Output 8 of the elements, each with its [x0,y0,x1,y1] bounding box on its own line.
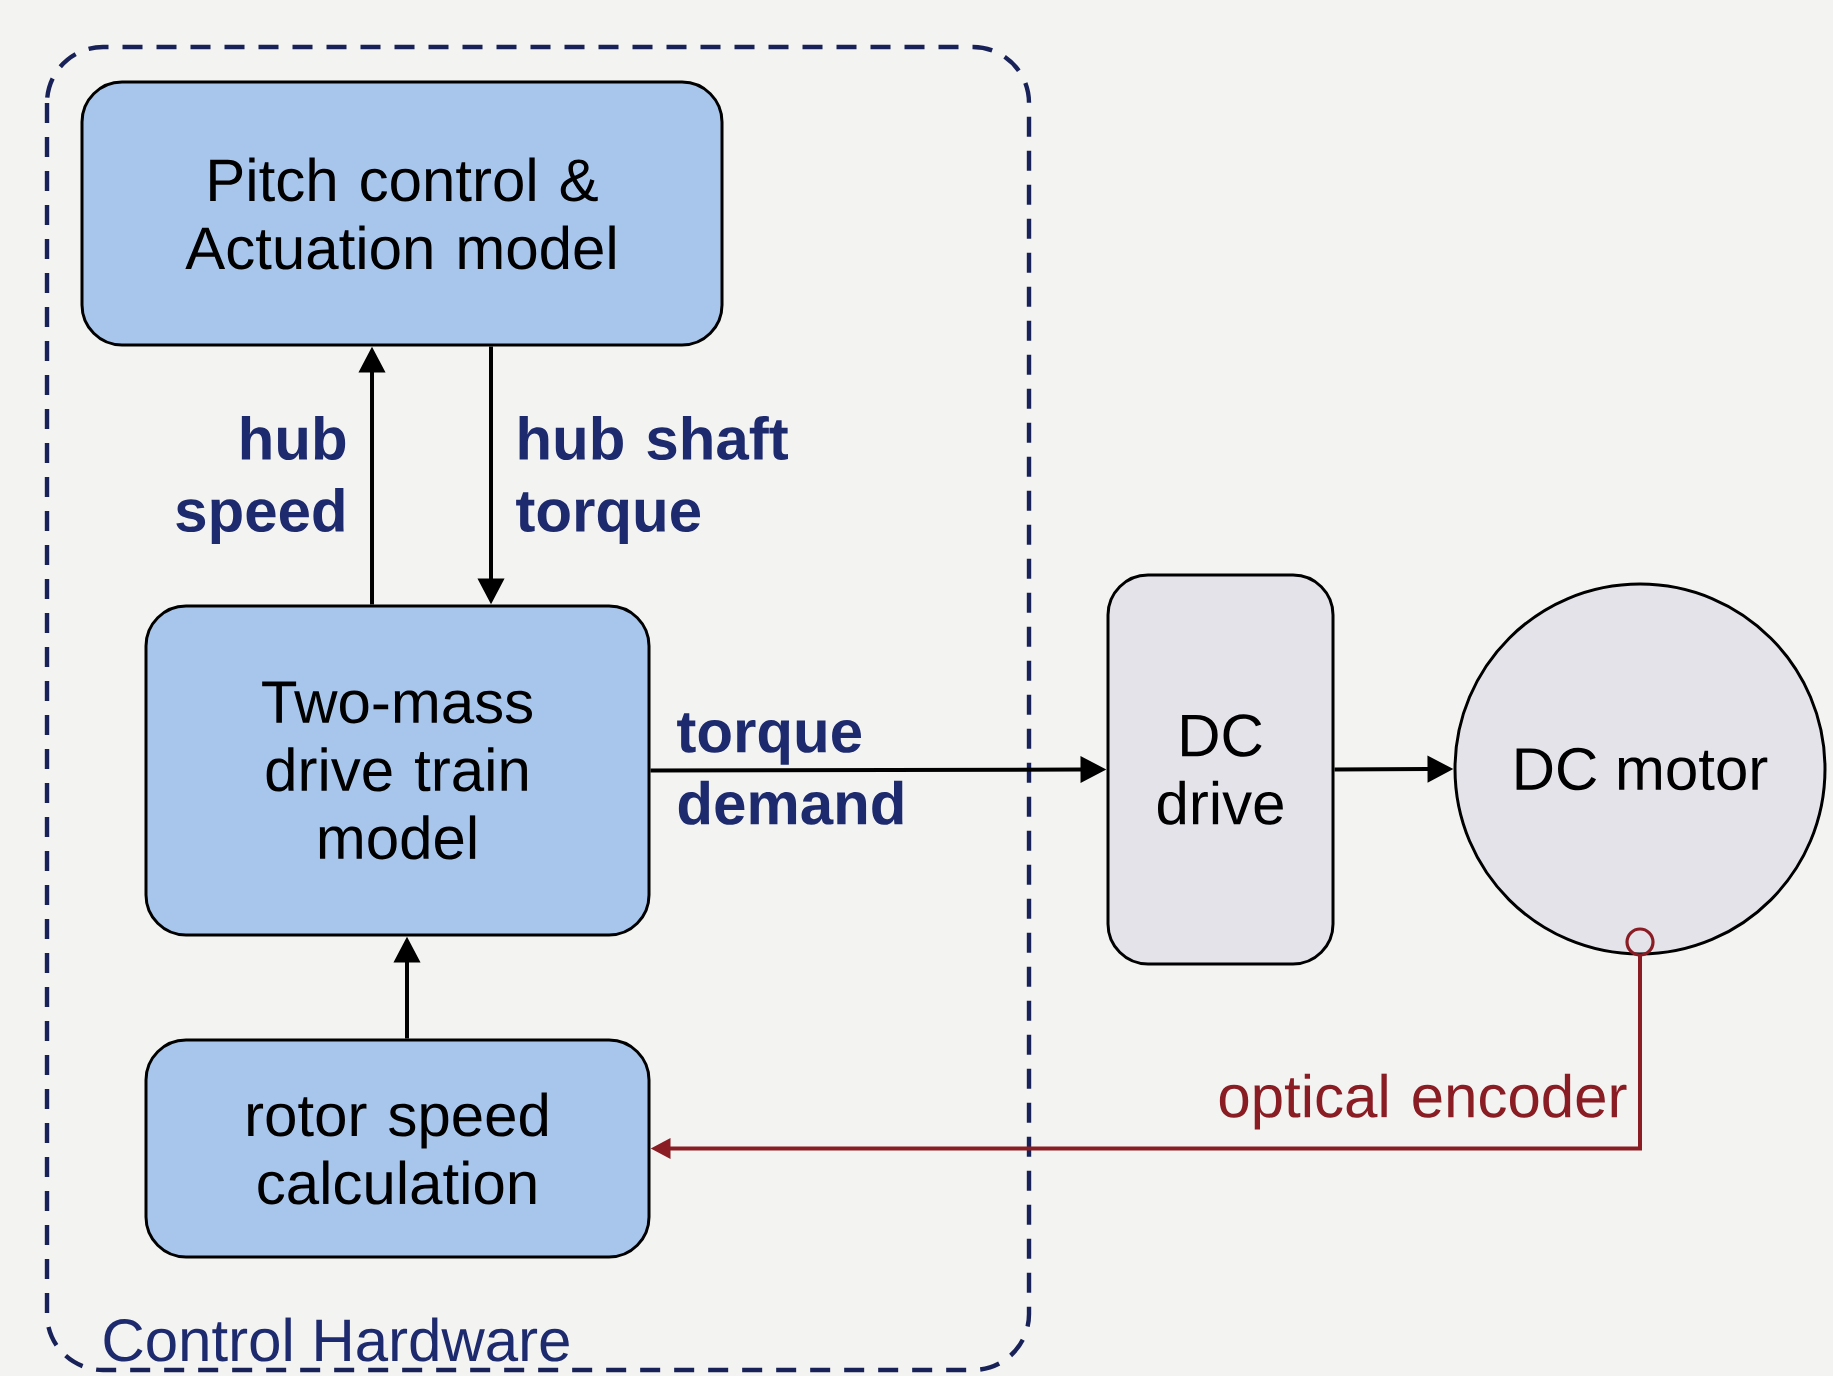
edge-label: hub shaft torque [516,416,788,544]
edge-label: torque demand [677,713,903,825]
process-box: Two-mass drive train model [144,604,651,937]
process-box: rotor speed calculation [144,1038,651,1259]
process-box: Pitch control & Actuation model [80,80,724,347]
edge-label: optical encoder [1219,1073,1627,1130]
process-box: DC drive [1106,573,1335,966]
edge-label: hub speed [176,416,346,544]
